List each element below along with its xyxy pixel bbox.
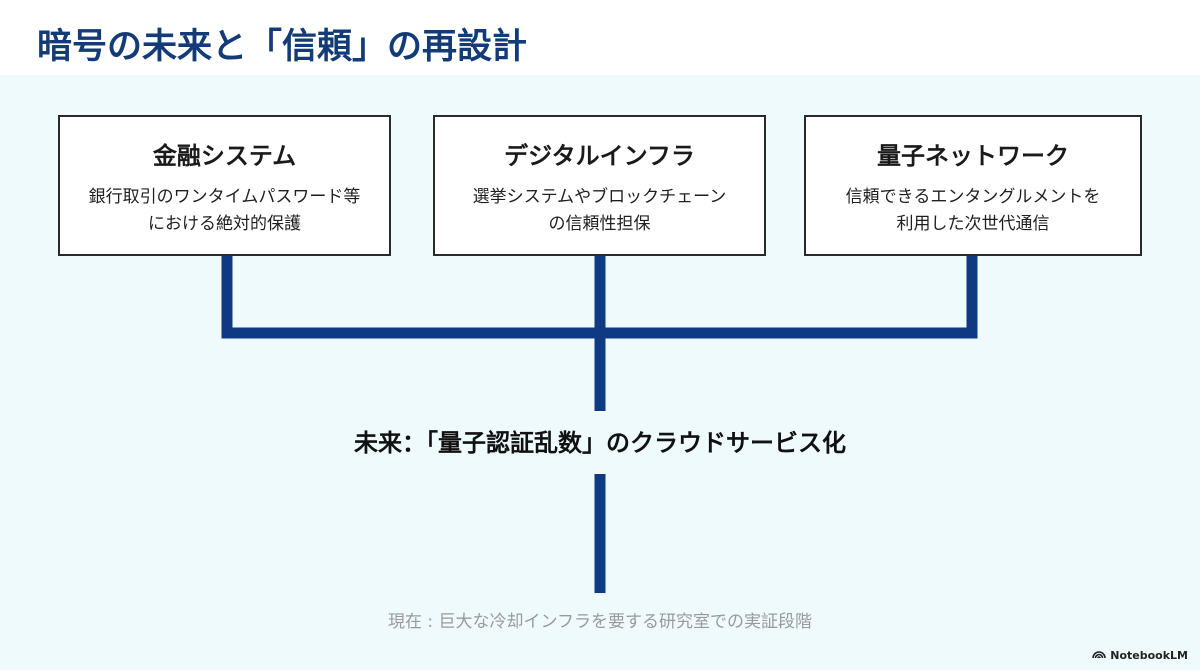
box-desc-line: 利用した次世代通信 [896,213,1050,234]
brand-watermark: NotebookLM [1092,649,1188,662]
box-desc-line: における絶対的保護 [148,213,301,234]
box-desc-line: の信頼性担保 [548,213,651,234]
box-quantum-network: 量子ネットワーク 信頼できるエンタングルメントを 利用した次世代通信 [804,115,1142,256]
box-desc-line: 信頼できるエンタングルメントを [845,186,1101,207]
box-financial-system: 金融システム 銀行取引のワンタイムパスワード等 における絶対的保護 [58,115,391,256]
box-title: 金融システム [152,142,297,170]
page-title: 暗号の未来と「信頼」の再設計 [37,27,528,67]
box-description: 選挙システムやブロックチェーン の信頼性担保 [435,184,764,238]
box-desc-line: 選挙システムやブロックチェーン [472,186,727,207]
notebooklm-logo-icon [1092,649,1107,662]
box-description: 信頼できるエンタングルメントを 利用した次世代通信 [806,184,1140,238]
box-desc-line: 銀行取引のワンタイムパスワード等 [88,186,361,207]
box-title: デジタルインフラ [504,142,695,170]
future-statement: 未来：「量子認証乱数」のクラウドサービス化 [354,429,846,457]
box-title: 量子ネットワーク [877,142,1069,170]
brand-name: NotebookLM [1110,649,1188,662]
box-digital-infra: デジタルインフラ 選挙システムやブロックチェーン の信頼性担保 [433,115,766,256]
header-band [0,0,1200,75]
present-statement: 現在 : 巨大な冷却インフラを要する研究室での実証段階 [387,612,813,632]
box-description: 銀行取引のワンタイムパスワード等 における絶対的保護 [60,184,389,238]
